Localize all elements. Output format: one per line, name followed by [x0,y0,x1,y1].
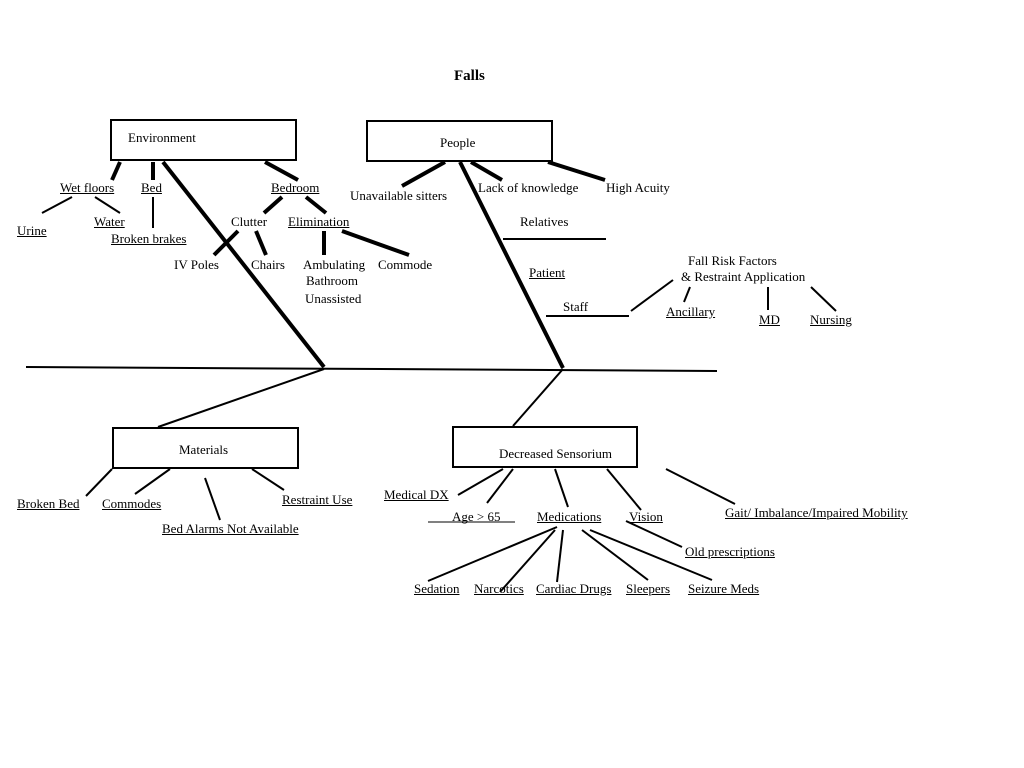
vision-label: Vision [629,509,663,524]
gait-label: Gait/ Imbalance/Impaired Mobility [725,505,908,520]
ancillary-label: Ancillary [666,304,716,319]
wet-floors-label: Wet floors [60,180,115,195]
people-bone [458,161,565,369]
age-link [486,468,514,504]
commodes-link [134,468,171,495]
materials-box: Materials [112,427,299,469]
fall-risk-line2-label: & Restraint Application [681,269,806,284]
environment-label: Environment [128,130,196,145]
people-box: People [366,120,553,162]
old-prescriptions-label: Old prescriptions [685,544,775,559]
ancillary-link [683,286,691,303]
bed-alarms-link [204,477,221,521]
elimination-label: Elimination [288,214,350,229]
chairs-link [254,230,268,256]
bedroom-label: Bedroom [271,180,320,195]
spine-line [25,366,718,372]
sedation-link [427,526,558,582]
ambulating-label: Ambulating [303,257,366,272]
knowledge-link [469,160,504,182]
commode-link [341,229,410,257]
vision-link [606,468,642,511]
acuity-link [547,160,606,182]
medications-link [554,468,569,508]
elimination-link [304,195,328,215]
environment-box: Environment [110,119,297,161]
broken-bed-link [85,468,113,497]
unassisted-label: Unassisted [305,291,362,306]
restraint-use-label: Restraint Use [282,492,353,507]
chairs-label: Chairs [251,257,285,272]
sensorium-box: Decreased Sensorium [452,426,638,468]
cardiac-drugs-link [556,529,564,583]
medical-dx-label: Medical DX [384,487,449,502]
sleepers-label: Sleepers [626,581,671,596]
sensorium-bone [512,368,564,427]
people-label: People [440,135,476,150]
clutter-label: Clutter [231,214,268,229]
narcotics-label: Narcotics [474,581,524,596]
medical-dx-link [457,468,504,496]
nursing-label: Nursing [810,312,852,327]
patient-label: Patient [529,265,566,280]
lack-of-knowledge-label: Lack of knowledge [478,180,579,195]
bed-alarms-label: Bed Alarms Not Available [162,521,299,536]
commode-label: Commode [378,257,433,272]
medications-label: Medications [537,509,602,524]
high-acuity-label: High Acuity [606,180,670,195]
narcotics-link [499,529,556,593]
environment-bone [161,160,326,369]
unavailable-sitters-label: Unavailable sitters [350,188,448,203]
seizure-meds-label: Seizure Meds [688,581,760,596]
restraint-use-link [251,468,285,491]
materials-label: Materials [179,442,229,457]
wet-floors-link [110,161,122,181]
seizure-meds-link [589,529,713,581]
bedroom-link [264,160,299,182]
urine-label: Urine [17,223,47,238]
old-prescriptions-link [625,520,683,548]
materials-bone [157,368,325,428]
age-label: Age > 65 [452,509,501,524]
bed-label: Bed [141,180,162,195]
clutter-link [262,195,284,215]
sedation-label: Sedation [414,581,460,596]
commodes-label: Commodes [102,496,162,511]
iv-poles-label: IV Poles [174,257,219,272]
nursing-link [810,286,837,312]
fall-risk-line1-label: Fall Risk Factors [688,253,777,268]
gait-link [665,468,736,505]
sitters-link [401,160,446,188]
iv-poles-link [212,229,240,257]
md-label: MD [759,312,780,327]
diagram-title: Falls [454,68,485,84]
relatives-label: Relatives [520,214,569,229]
staff-label: Staff [563,299,589,314]
broken-bed-label: Broken Bed [17,496,80,511]
cardiac-drugs-label: Cardiac Drugs [536,581,612,596]
broken-brakes-label: Broken brakes [111,231,187,246]
bathroom-label: Bathroom [306,273,358,288]
water-link [94,196,121,214]
water-label: Water [94,214,125,229]
fall-risk-link [630,279,674,312]
sleepers-link [581,529,649,581]
urine-link [41,196,73,214]
sensorium-label: Decreased Sensorium [499,446,612,461]
